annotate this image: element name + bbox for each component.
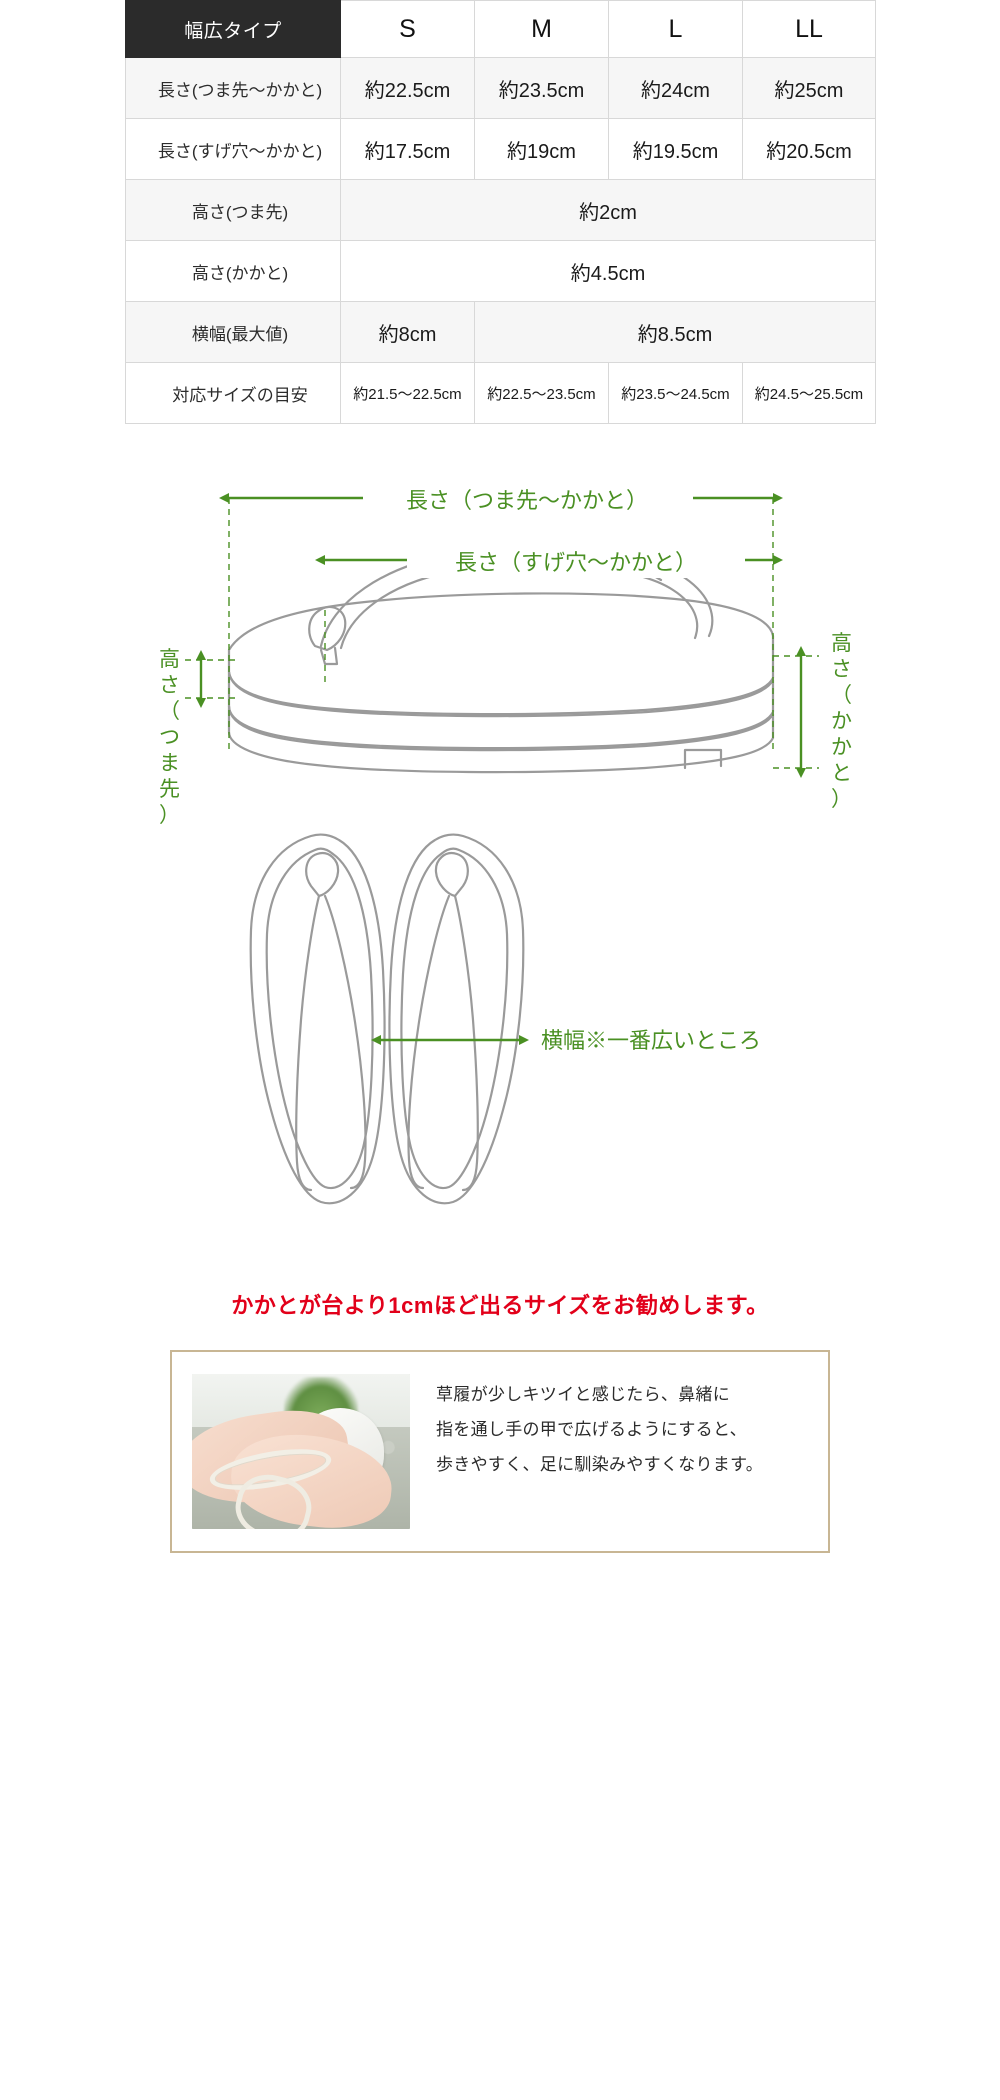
- recommendation-note: かかとが台より1cmほど出るサイズをお勧めします。: [231, 1293, 769, 1318]
- size-header-m: M: [474, 0, 609, 58]
- top-view-pair-outline: [249, 833, 525, 1205]
- table-cell: 約8.5cm: [474, 301, 876, 363]
- table-cell: 約19cm: [474, 118, 609, 180]
- table-row: 高さ(かかと)約4.5cm: [125, 240, 876, 302]
- table-cell: 約23.5cm: [474, 57, 609, 119]
- height-toe-label: 高さ（つま先）: [159, 648, 180, 827]
- height-heel-label: 高さ（かかと）: [831, 632, 852, 811]
- tip-text: 草履が少しキツイと感じたら、鼻緒に 指を通し手の甲で広げるようにすると、 歩きや…: [436, 1374, 763, 1483]
- zori-in-hands-photo: [192, 1374, 410, 1529]
- side-view-svg: 長さ（つま先〜かかと） 長さ（すげ穴〜かかと） 高さ（つま先） 高さ（かかと）: [159, 480, 852, 1205]
- label-bg-2: [407, 542, 745, 578]
- table-cell: 約8cm: [340, 301, 475, 363]
- table-row: 高さ(つま先)約2cm: [125, 179, 876, 241]
- table-cell: 約19.5cm: [608, 118, 743, 180]
- table-cell: 約17.5cm: [340, 118, 475, 180]
- size-header-l: L: [608, 0, 743, 58]
- zori-side-outline: [227, 546, 775, 774]
- label-bg-1: [363, 480, 693, 516]
- side-view-diagram: 長さ（つま先〜かかと） 長さ（すげ穴〜かかと） 高さ（つま先） 高さ（かかと）: [125, 450, 875, 1270]
- table-cell: 約23.5〜24.5cm: [608, 362, 743, 424]
- table-cell: 約20.5cm: [742, 118, 876, 180]
- table-cell: 約24cm: [608, 57, 743, 119]
- tip-line-2: 指を通し手の甲で広げるようにすると、: [436, 1419, 747, 1439]
- table-cell: 約22.5〜23.5cm: [474, 362, 609, 424]
- tip-line-1: 草履が少しキツイと感じたら、鼻緒に: [436, 1385, 731, 1404]
- table-cell: 約4.5cm: [340, 240, 876, 302]
- width-label: 横幅※一番広いところ: [541, 1028, 761, 1053]
- table-cell: 約21.5〜22.5cm: [340, 362, 475, 424]
- table-cell: 約22.5cm: [340, 57, 475, 119]
- size-header-ll: LL: [742, 0, 876, 58]
- tip-line-3: 歩きやすく、足に馴染みやすくなります。: [436, 1454, 763, 1474]
- row-label: 長さ(つま先〜かかと): [125, 57, 341, 119]
- table-cell: 約25cm: [742, 57, 876, 119]
- dimension-guides: [185, 600, 819, 769]
- row-label: 対応サイズの目安: [125, 362, 341, 424]
- table-cell: 約2cm: [340, 179, 876, 241]
- size-header-s: S: [340, 0, 475, 58]
- length-hole-heel-label: 長さ（すげ穴〜かかと）: [455, 550, 697, 575]
- tip-box: 草履が少しキツイと感じたら、鼻緒に 指を通し手の甲で広げるようにすると、 歩きや…: [170, 1350, 830, 1553]
- table-header-row: 幅広タイプ S M L LL: [125, 0, 876, 58]
- row-label: 高さ(つま先): [125, 179, 341, 241]
- row-label: 横幅(最大値): [125, 301, 341, 363]
- length-toe-heel-label: 長さ（つま先〜かかと）: [406, 488, 648, 513]
- table-corner-label: 幅広タイプ: [125, 0, 341, 58]
- row-label: 高さ(かかと): [125, 240, 341, 302]
- row-label: 長さ(すげ穴〜かかと): [125, 118, 341, 180]
- table-cell: 約24.5〜25.5cm: [742, 362, 876, 424]
